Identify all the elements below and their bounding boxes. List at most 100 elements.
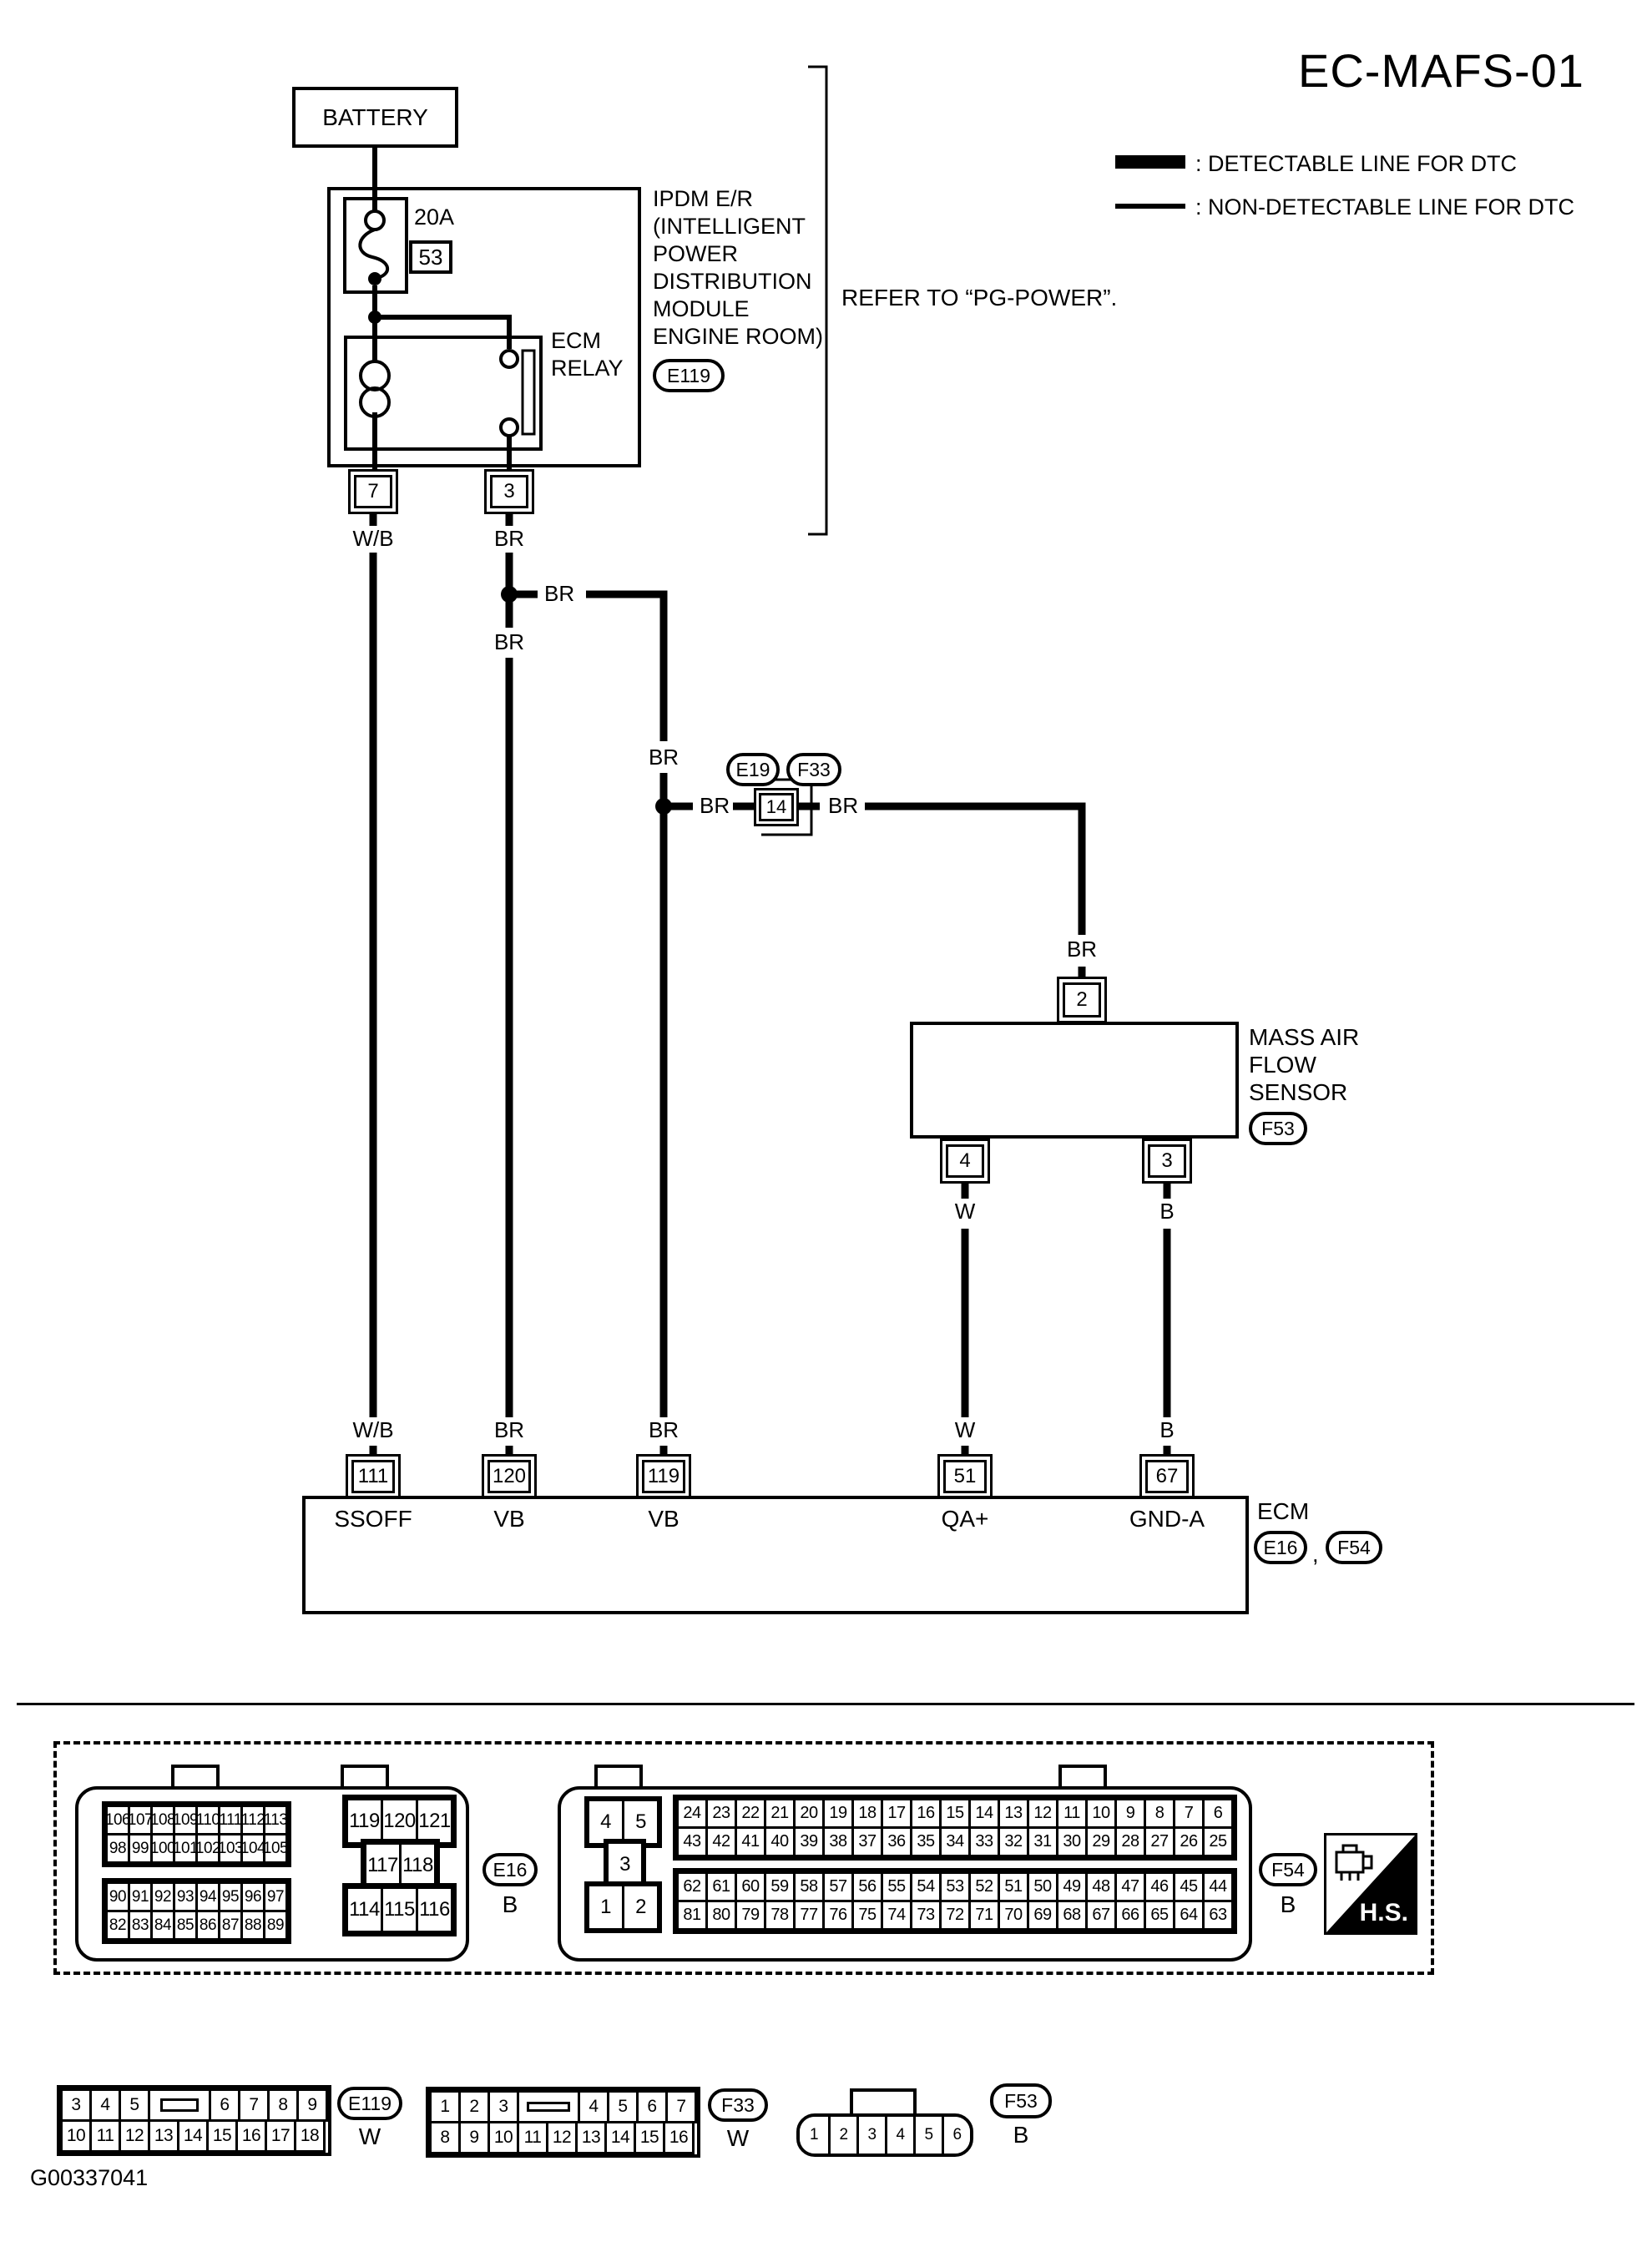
relay-contact-top [499, 349, 519, 369]
wire-br-to-maf [865, 802, 1086, 935]
pin-cell: 20 [793, 1798, 825, 1829]
pin-cell: 118 [399, 1842, 437, 1889]
legend-thick-bar [1115, 155, 1185, 169]
pin-cell: 6 [209, 2088, 240, 2122]
pin-cell: 6 [1202, 1798, 1234, 1829]
pin-cell: 44 [1202, 1871, 1234, 1902]
pin-cell: 34 [939, 1826, 971, 1857]
pin-cell: 59 [764, 1871, 796, 1902]
pin-cell: 5 [622, 1799, 659, 1846]
connector-view-frame [53, 1741, 1434, 1975]
fuse-bottom-dot [368, 272, 381, 285]
pin-cell: 38 [822, 1826, 854, 1857]
ecm-pin-119: 119 [642, 1460, 685, 1493]
fuse-rating-label: 20A [414, 204, 455, 230]
legend-thin-bar [1115, 204, 1185, 209]
maf-name-line: MASS AIR [1249, 1024, 1360, 1050]
pin-cell: 79 [735, 1900, 766, 1931]
detectable-wires [369, 514, 1171, 1457]
ecm-connector-separator: , [1312, 1542, 1319, 1567]
pin-cell: 14 [968, 1798, 1000, 1829]
pin-cell: 67 [1085, 1900, 1117, 1931]
f54-tab [594, 1765, 643, 1790]
pin-cell: 7 [665, 2090, 697, 2123]
pin-cell: 19 [822, 1798, 854, 1829]
pin-cell: 7 [1173, 1798, 1205, 1829]
legend-detectable-label: : DETECTABLE LINE FOR DTC [1195, 151, 1518, 176]
pin-cell: 15 [206, 2119, 238, 2153]
pin-cell: 30 [1056, 1826, 1088, 1857]
pin-cell: 80 [705, 1900, 737, 1931]
figure-id: G00337041 [30, 2165, 149, 2190]
pin-cell: 4 [885, 2117, 913, 2154]
pin-cell: 15 [634, 2121, 665, 2154]
maf-name-line: SENSOR [1249, 1079, 1348, 1105]
pin-cell: 3 [606, 1841, 644, 1888]
pin-cell: 106 [105, 1805, 131, 1835]
keyway-slot [160, 2098, 199, 2112]
pin-cell: 9 [458, 2121, 490, 2154]
connector-oval-e119-view: E119 [337, 2087, 402, 2120]
pin-cell: 5 [119, 2088, 150, 2122]
ecm-signal-gnda: GND-A [1129, 1506, 1205, 1532]
pin-cell: 96 [240, 1881, 265, 1912]
refer-note: REFER TO “PG-POWER”. [841, 285, 1118, 311]
pin-cell: 10 [60, 2119, 92, 2153]
pin-cell: 3 [488, 2090, 519, 2123]
pin-cell: 113 [263, 1805, 288, 1835]
wire-label-br: BR [543, 581, 577, 607]
pin-cell: 78 [764, 1900, 796, 1931]
ecm-pin-51: 51 [943, 1460, 987, 1493]
connector-oval-f53-view: F53 [990, 2083, 1052, 2118]
pin-cell: 8 [267, 2088, 299, 2122]
terminal-7: 7 [348, 469, 398, 514]
pin-cell [517, 2090, 580, 2123]
pin-cell: 65 [1144, 1900, 1175, 1931]
hs-label: H.S. [1359, 1899, 1408, 1926]
pin-cell: 36 [881, 1826, 912, 1857]
maf-name-line: FLOW [1249, 1052, 1316, 1078]
pin-cell: 103 [218, 1833, 244, 1864]
pin-cell: 95 [218, 1881, 243, 1912]
pin-cell: 33 [968, 1826, 1000, 1857]
ecm-terminal-120: 120 [482, 1454, 537, 1499]
f53-tab [850, 2088, 917, 2117]
pin-cell: 116 [416, 1886, 453, 1933]
wire-label-w: W [951, 1199, 979, 1224]
pin-cell: 43 [676, 1826, 708, 1857]
pin-cell: 42 [705, 1826, 737, 1857]
pin-cell: 91 [128, 1881, 153, 1912]
wire-label-br: BR [490, 629, 528, 655]
pin-cell: 17 [881, 1798, 912, 1829]
pin-cell: 107 [128, 1805, 154, 1835]
fuse-number-box: 53 [409, 240, 452, 274]
wire-label-br: BR [826, 793, 861, 819]
pin-cell: 37 [851, 1826, 883, 1857]
page-title: EC-MAFS-01 [1298, 44, 1584, 97]
pin-cell: 101 [173, 1833, 199, 1864]
pin-cell: 29 [1085, 1826, 1117, 1857]
f54-tab [1058, 1765, 1107, 1790]
ipdm-box [327, 187, 641, 467]
ecm-terminal-51: 51 [937, 1454, 993, 1499]
pin-cell: 6 [636, 2090, 668, 2123]
pin-cell: 16 [663, 2121, 695, 2154]
ecm-signal-vb2: VB [648, 1506, 679, 1532]
harness-connector-icon [1335, 1844, 1373, 1881]
pin-cell: 1 [800, 2117, 828, 2154]
wire-label-wb: W/B [349, 1417, 397, 1443]
pin-cell: 11 [1056, 1798, 1088, 1829]
pin-cell: 11 [89, 2119, 121, 2153]
pin-cell: 1 [587, 1884, 624, 1931]
terminal-14-number: 14 [759, 793, 794, 821]
pin-cell: 87 [218, 1910, 243, 1941]
wire-label-br: BR [1063, 937, 1101, 962]
terminal-4: 4 [940, 1139, 990, 1184]
pin-cell: 11 [517, 2121, 548, 2154]
